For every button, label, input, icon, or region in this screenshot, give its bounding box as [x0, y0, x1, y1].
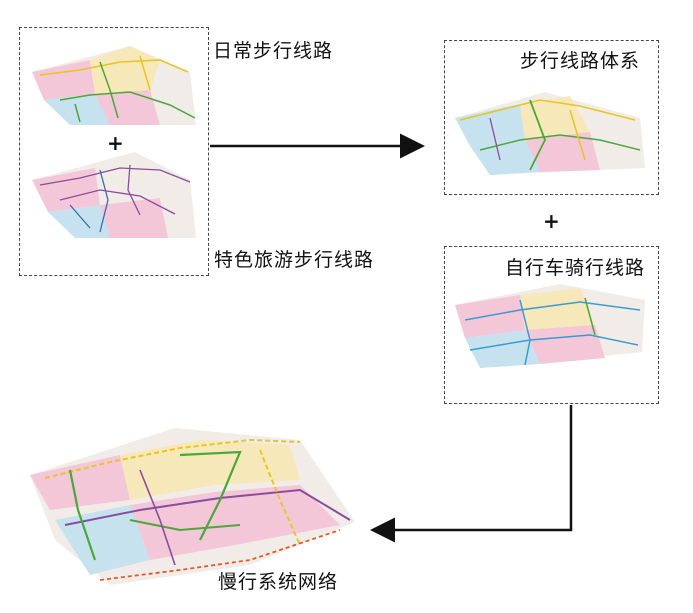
- cycling-label: 自行车骑行线路: [505, 257, 646, 279]
- cycling-box: [444, 246, 659, 404]
- left-group-box: [19, 27, 209, 276]
- plus-sign-right: +: [543, 209, 560, 233]
- slow-network-label: 慢行系统网络: [218, 571, 339, 593]
- walking-system-label: 步行线路体系: [520, 50, 641, 72]
- plus-sign-left: +: [107, 131, 124, 155]
- walking-system-box: [444, 40, 659, 195]
- tourist-walking-label: 特色旅游步行线路: [214, 249, 375, 271]
- arrow-to-slow-network: [370, 405, 573, 543]
- daily-walking-label: 日常步行线路: [213, 40, 334, 62]
